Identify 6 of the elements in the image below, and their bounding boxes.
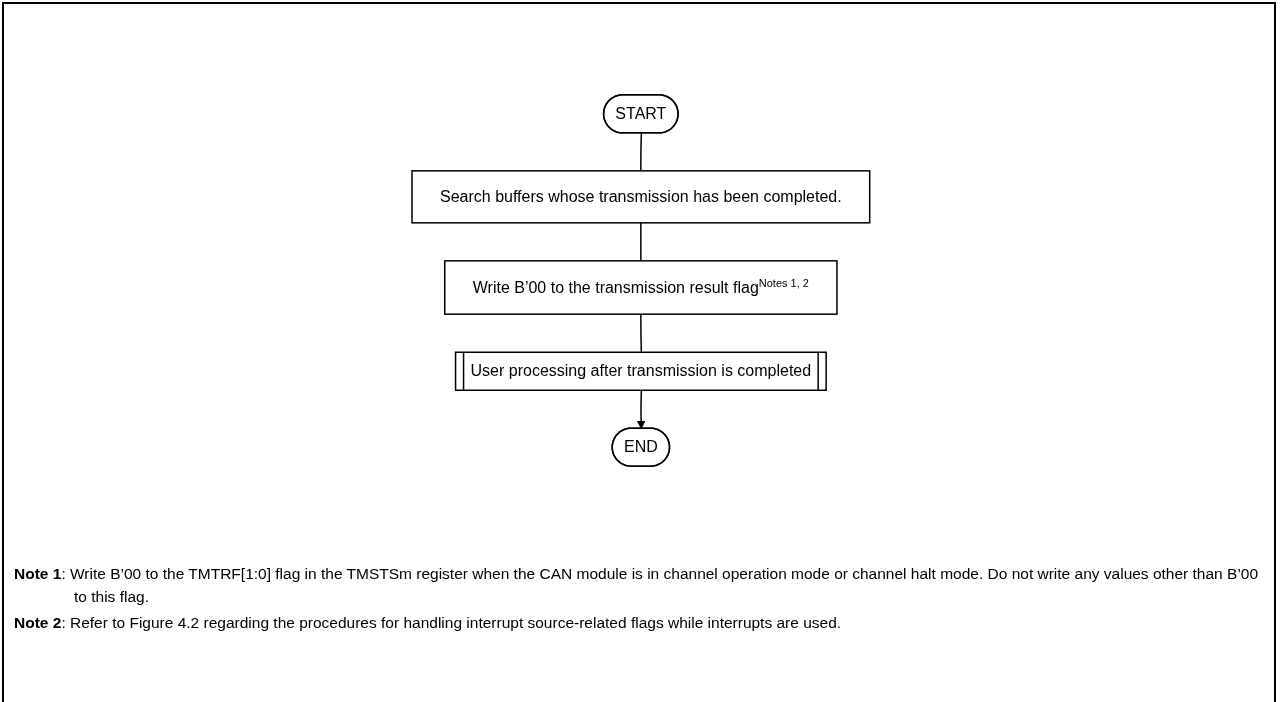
connector xyxy=(640,222,642,262)
node-box: Write B’00 to the transmission result flag$^{Notes 1, 2}$ xyxy=(444,260,838,315)
footnote: Note 2: Refer to Figure 4.2 regarding the procedures for handling interrupt source-related flags while interrupts are used. xyxy=(14,612,843,633)
connector xyxy=(640,132,643,172)
footnote: Note 1: Write B’00 to the TMTRF[1:0] flag in the TMSTSm register when the CAN module is in channel operation mode or channel halt mode. Do not write any values other than B’00 to this flag. xyxy=(14,564,1260,608)
node-box: Search buffers whose transmission has been completed. xyxy=(411,170,871,224)
